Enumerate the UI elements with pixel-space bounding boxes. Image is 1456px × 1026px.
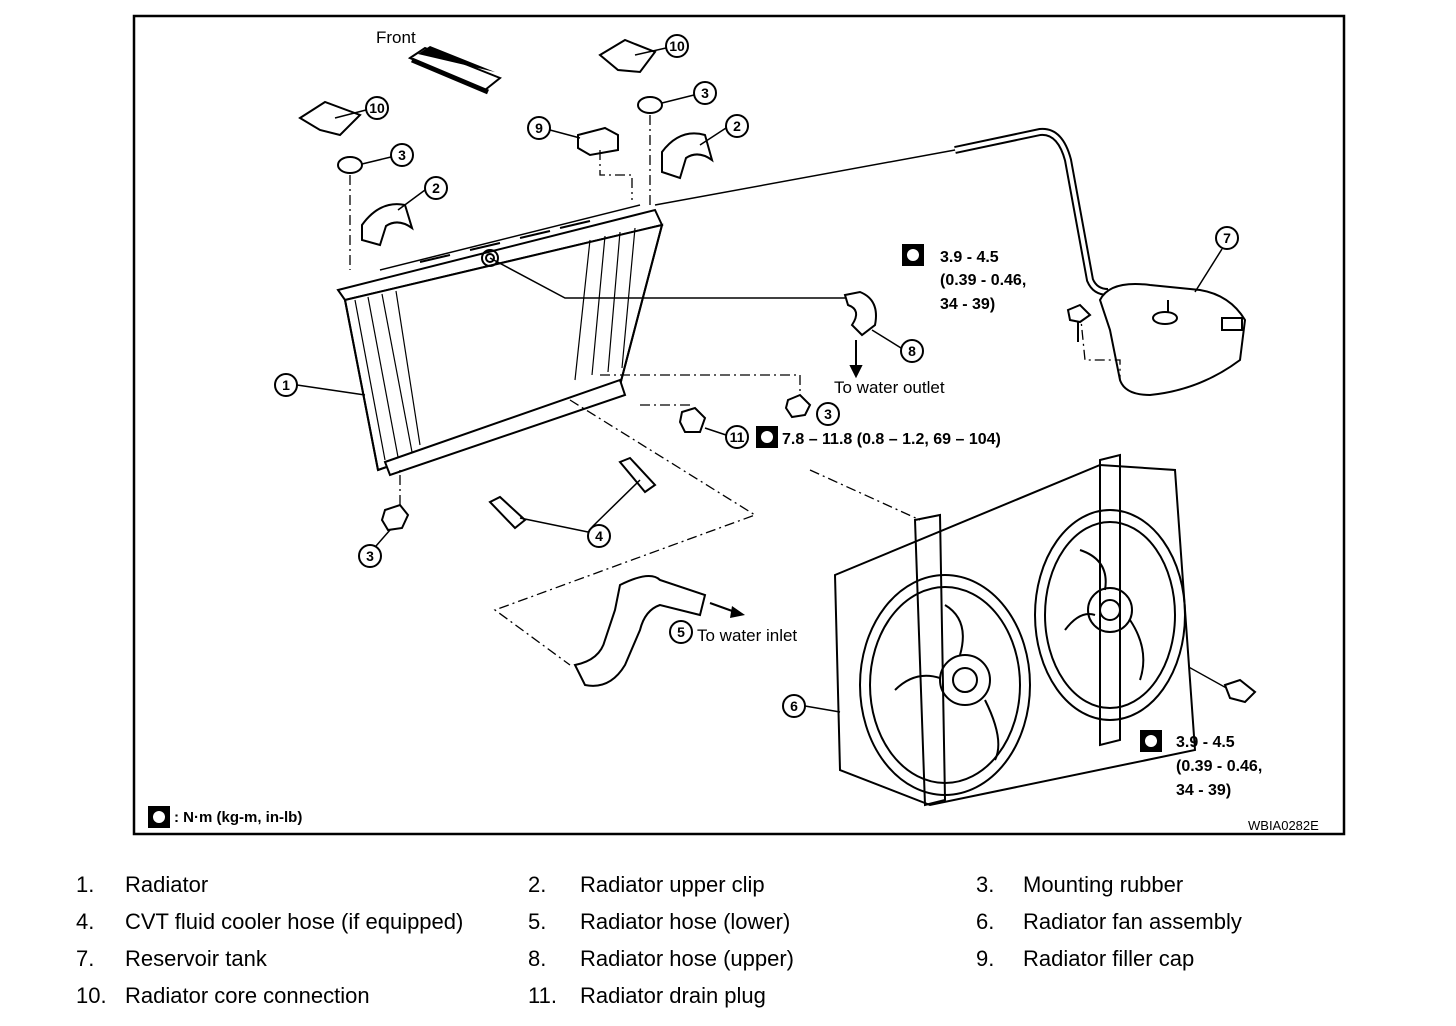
- torque-reservoir-line1: 3.9 - 4.5: [940, 249, 999, 266]
- upper-clip-left: [298, 100, 414, 247]
- svg-text:1: 1: [282, 377, 290, 393]
- torque-fan-line3: 34 - 39): [1176, 782, 1231, 799]
- parts-legend: 1.Radiator 2.Radiator upper clip 3.Mount…: [76, 872, 1242, 1008]
- callout-3: 3: [390, 143, 414, 167]
- svg-text:3: 3: [398, 147, 406, 163]
- torque-icon-reservoir: [902, 244, 924, 266]
- svg-text:9: 9: [535, 120, 543, 136]
- callout-11: 11: [725, 425, 749, 449]
- cvt-fluid-cooler-hoses: [488, 456, 657, 530]
- torque-fan-line1: 3.9 - 4.5: [1176, 734, 1235, 751]
- svg-text:10: 10: [369, 100, 385, 116]
- torque-units-key: : N·m (kg-m, in-lb): [174, 809, 302, 826]
- lower-radiator-hose: [573, 575, 707, 687]
- svg-text:10: 10: [669, 38, 685, 54]
- svg-text:11: 11: [730, 429, 745, 445]
- torque-reservoir-line2: (0.39 - 0.46,: [940, 272, 1026, 289]
- front-label: Front: [376, 28, 416, 47]
- torque-icon-fan: [1140, 730, 1162, 752]
- svg-text:7: 7: [1223, 230, 1231, 246]
- callout-10: 10: [365, 96, 389, 120]
- callout-3d: 3: [816, 402, 840, 426]
- callout-9: 9: [527, 116, 551, 140]
- bolts: [1066, 303, 1257, 704]
- torque-fan-line2: (0.39 - 0.46,: [1176, 758, 1262, 775]
- callout-3c: 3: [358, 544, 382, 568]
- to-water-outlet-label: To water outlet: [834, 378, 945, 397]
- reservoir-tank: [1098, 283, 1247, 397]
- callout-2: 2: [424, 176, 448, 200]
- callout-5: 5: [669, 620, 693, 644]
- svg-text:6: 6: [790, 698, 798, 714]
- svg-text:5: 5: [677, 624, 685, 640]
- radiator-filler-cap-part: [577, 126, 619, 157]
- callout-7: 7: [1215, 226, 1239, 250]
- torque-drain-label: 7.8 – 11.8 (0.8 – 1.2, 69 – 104): [782, 431, 1001, 448]
- front-arrow-icon: [407, 46, 502, 95]
- svg-text:2: 2: [432, 180, 440, 196]
- upper-clip-right: [598, 38, 714, 180]
- callout-6: 6: [782, 694, 806, 718]
- callout-1: 1: [274, 373, 298, 397]
- callout-2b: 2: [725, 114, 749, 138]
- callout-3b: 3: [693, 81, 717, 105]
- callout-10b: 10: [665, 34, 689, 58]
- radiator-core: [336, 204, 664, 477]
- diagram-frame: [132, 14, 1346, 836]
- svg-text:3: 3: [824, 406, 832, 422]
- reservoir-hose: [954, 127, 1109, 296]
- torque-reservoir-line3: 34 - 39): [940, 296, 995, 313]
- figure-code: WBIA0282E: [1248, 818, 1319, 833]
- callout-8: 8: [900, 339, 924, 363]
- upper-radiator-hose: [843, 290, 877, 379]
- torque-icon-drain: [756, 426, 778, 448]
- callout-4: 4: [587, 524, 611, 548]
- torque-icon-key: [148, 806, 170, 828]
- svg-text:8: 8: [908, 343, 916, 359]
- to-water-inlet-label: To water inlet: [697, 626, 797, 645]
- svg-text:4: 4: [595, 528, 603, 544]
- radiator-exploded-diagram: Front: [132, 14, 1346, 836]
- mounting-rubbers: [380, 393, 812, 532]
- svg-text:3: 3: [366, 548, 374, 564]
- radiator-fan-assembly: [833, 453, 1197, 807]
- svg-text:3: 3: [701, 85, 709, 101]
- svg-text:2: 2: [733, 118, 741, 134]
